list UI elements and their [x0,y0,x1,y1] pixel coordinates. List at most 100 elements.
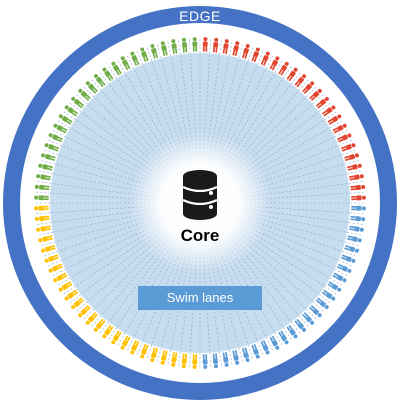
person-icon [140,343,149,359]
person-icon [34,195,49,201]
person-icon [286,67,298,82]
person-icon [53,272,68,283]
swim-lanes-box [138,286,262,310]
person-icon [120,335,131,350]
person-icon [102,324,114,339]
person-icon [294,74,307,88]
person-icon [130,51,140,66]
person-icon [181,353,188,369]
person-icon [64,105,79,117]
person-icon [332,123,347,134]
person-icon [286,324,298,339]
person-icon [294,318,307,332]
person-icon [71,297,85,310]
person-icon [41,244,56,253]
person-icon [34,184,50,191]
person-icon [302,81,315,94]
person-icon [192,37,198,52]
person-icon [130,340,140,355]
person-icon [150,347,159,362]
person-icon [48,133,63,143]
person-icon [351,205,366,211]
person-icon [171,39,178,54]
person-icon [349,174,364,181]
person-icon [344,153,359,162]
person-icon [58,281,73,292]
person-icon [150,44,159,59]
person-icon [85,81,99,94]
person-icon [202,37,208,52]
person-icon [212,37,219,53]
person-icon [34,215,50,222]
person-icon [38,235,54,243]
person-icon [64,289,79,301]
swim-lanes-label: Swim lanes [166,290,234,305]
person-icon [160,41,168,57]
person-icon [85,312,98,325]
person-icon [301,312,315,325]
person-icon [315,96,329,109]
person-icon [171,352,178,367]
person-icon [44,254,60,263]
person-icon [337,133,352,143]
person-icon [58,114,73,125]
person-icon [36,174,51,181]
person-icon [48,263,63,273]
person-icon [232,41,240,57]
edge-label: EDGE [179,8,221,24]
person-icon [346,163,362,171]
person-icon [181,37,188,53]
person-icon [36,225,51,232]
person-icon [337,263,352,273]
person-icon [41,153,56,162]
person-icon [53,123,68,134]
person-icon [140,47,149,63]
person-icon [251,47,260,63]
person-icon [278,330,289,345]
user-icons-ring [34,37,366,369]
person-icon [340,254,356,263]
person-icon [232,349,240,365]
person-icon [78,88,91,101]
person-icon [321,105,336,117]
person-icon [260,340,270,355]
person-icon [192,354,198,369]
person-icon [241,44,250,59]
person-icon [93,318,106,332]
person-icon [350,215,366,222]
person-icon [222,352,229,367]
person-icon [93,74,106,88]
person-icon [241,347,250,362]
person-icon [44,143,60,152]
person-icon [38,163,54,171]
person-icon [34,205,49,211]
person-icon [340,143,356,152]
person-icon [269,335,280,350]
person-icon [332,272,347,283]
database-icon [182,170,218,220]
person-icon [309,88,322,102]
person-icon [222,39,229,54]
person-icon [160,349,168,365]
person-icon [278,61,289,76]
person-icon [349,225,364,232]
person-icon [269,56,280,71]
person-icon [351,195,366,201]
person-icon [315,297,329,310]
person-icon [71,96,85,109]
person-icon [327,281,342,292]
person-icon [327,114,342,125]
person-icon [120,56,131,71]
person-icon [202,354,208,369]
person-icon [344,244,359,253]
person-icon [251,343,260,359]
person-icon [111,330,122,345]
person-icon [321,289,336,301]
person-icon [111,61,122,76]
person-icon [212,353,219,369]
core-label: Core [180,226,220,245]
person-icon [260,51,270,66]
person-icon [346,235,362,243]
